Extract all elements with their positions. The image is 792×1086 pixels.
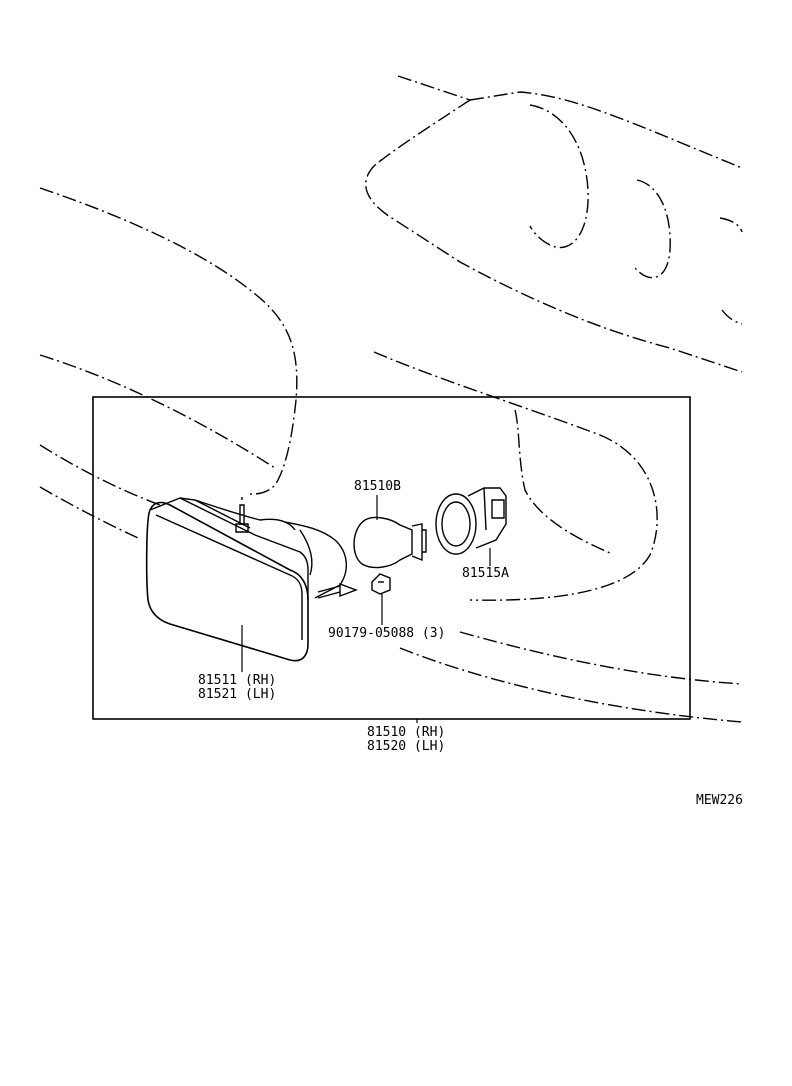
assembly-lh-part-number: 81520 (LH) xyxy=(367,739,446,754)
figure-code: MEW226 xyxy=(696,793,743,808)
leader-lines xyxy=(241,495,491,723)
screw xyxy=(371,573,391,595)
vehicle-body-phantom-lines xyxy=(39,75,743,723)
assembly-part-numbers: 81510 (RH) 81520 (LH) xyxy=(367,726,445,754)
socket-part-number-text: 81515A xyxy=(462,566,509,581)
lens-rh-part-number: 81511 (RH) xyxy=(198,673,277,688)
lens-part-numbers: 81511 (RH) 81521 (LH) xyxy=(198,674,276,702)
screw-part-number: 90179-05088 (3) xyxy=(328,627,445,641)
bulb-part-number: 81510B xyxy=(354,480,401,494)
socket-part-number: 81515A xyxy=(462,567,509,581)
fog-lamp-housing xyxy=(145,497,358,662)
assembly-rh-part-number: 81510 (RH) xyxy=(367,725,446,740)
bulb xyxy=(353,516,427,569)
lens-lh-part-number: 81521 (LH) xyxy=(198,687,277,702)
assembly-frame xyxy=(92,396,691,720)
screw-part-number-text: 90179-05088 (3) xyxy=(328,626,446,641)
socket xyxy=(435,487,507,555)
bulb-part-number-text: 81510B xyxy=(354,479,401,494)
